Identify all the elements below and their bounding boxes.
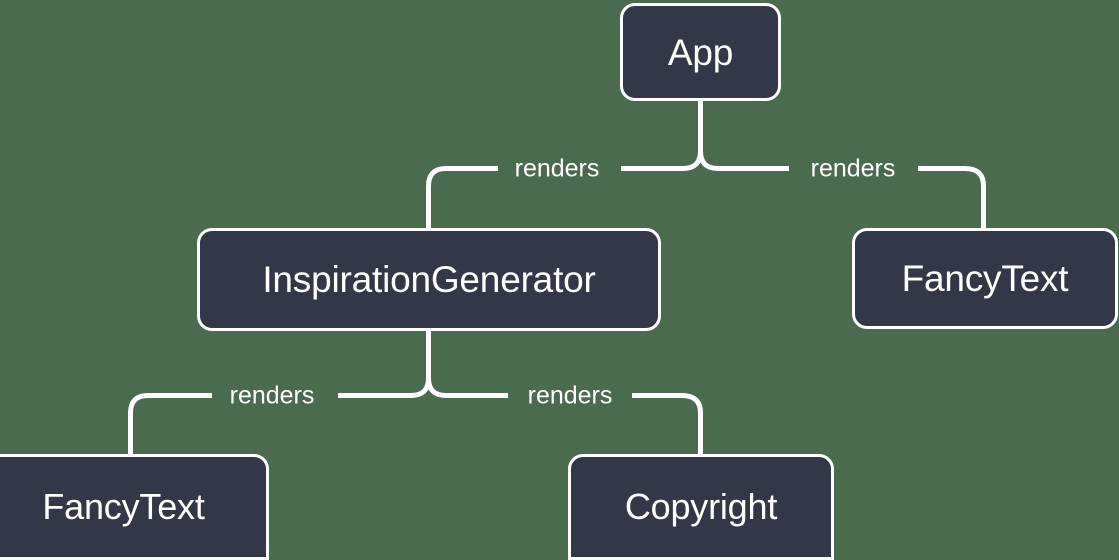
- node-copyright-label: Copyright: [624, 486, 778, 527]
- node-app-label: App: [667, 31, 734, 73]
- node-copyright[interactable]: Copyright: [568, 454, 834, 560]
- edge-label-inspiration-generator-to-fancytext-left: renders: [229, 381, 315, 410]
- edge-inspiration-stem: [410, 331, 431, 398]
- edge-label-inspiration-generator-to-copyright: renders: [527, 381, 613, 410]
- edge-app-stem-right: [698, 150, 719, 171]
- edge-inspiration-stem-right: [426, 377, 447, 398]
- edge-label-app-to-inspiration-generator: renders: [514, 154, 600, 183]
- node-fancytext-right[interactable]: FancyText: [852, 228, 1118, 329]
- node-fancytext-left[interactable]: FancyText: [0, 454, 269, 560]
- node-inspiration-generator[interactable]: InspirationGenerator: [197, 228, 661, 331]
- node-fancytext-right-label: FancyText: [901, 258, 1069, 299]
- edge-app-stem: [682, 101, 703, 171]
- edge-label-app-to-fancytext-right: renders: [810, 154, 896, 183]
- node-inspiration-generator-label: InspirationGenerator: [262, 259, 596, 300]
- node-app[interactable]: App: [620, 3, 781, 101]
- node-fancytext-left-label: FancyText: [42, 486, 205, 527]
